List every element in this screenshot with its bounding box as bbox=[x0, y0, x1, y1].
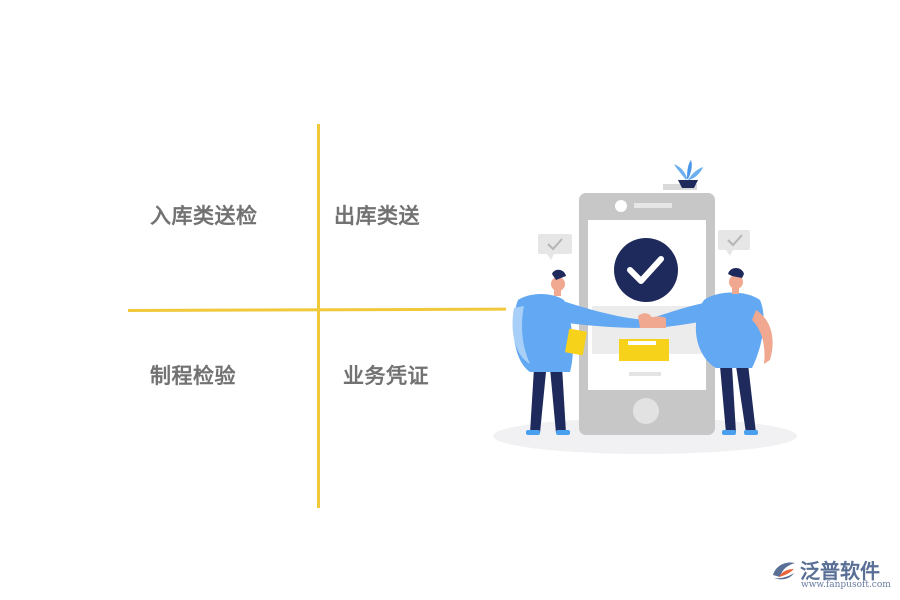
handshake-phone-illustration bbox=[493, 160, 797, 454]
quadrant-label-outgoing-inspection: 出库类送 bbox=[334, 204, 420, 228]
left-person bbox=[512, 269, 645, 435]
floor-shadow bbox=[493, 418, 797, 454]
brand-watermark: 泛普软件 www.fanpusoft.com bbox=[770, 555, 895, 595]
quadrant-label-process-inspection: 制程检验 bbox=[150, 364, 236, 388]
quadrant-label-incoming-inspection: 入库类送检 bbox=[150, 204, 258, 228]
fist-bump bbox=[638, 313, 652, 328]
chat-bubble-check-icon bbox=[538, 234, 572, 260]
chat-bubble-check-icon bbox=[718, 230, 750, 256]
vertical-divider bbox=[317, 124, 320, 508]
brand-name: 泛普软件 bbox=[800, 559, 880, 583]
brand-url: www.fanpusoft.com bbox=[801, 580, 891, 590]
check-circle-icon bbox=[614, 238, 678, 302]
fanpu-logo-icon bbox=[773, 562, 795, 580]
right-person bbox=[645, 268, 773, 435]
quadrant-label-business-voucher: 业务凭证 bbox=[343, 364, 429, 388]
plant-icon bbox=[663, 160, 703, 190]
